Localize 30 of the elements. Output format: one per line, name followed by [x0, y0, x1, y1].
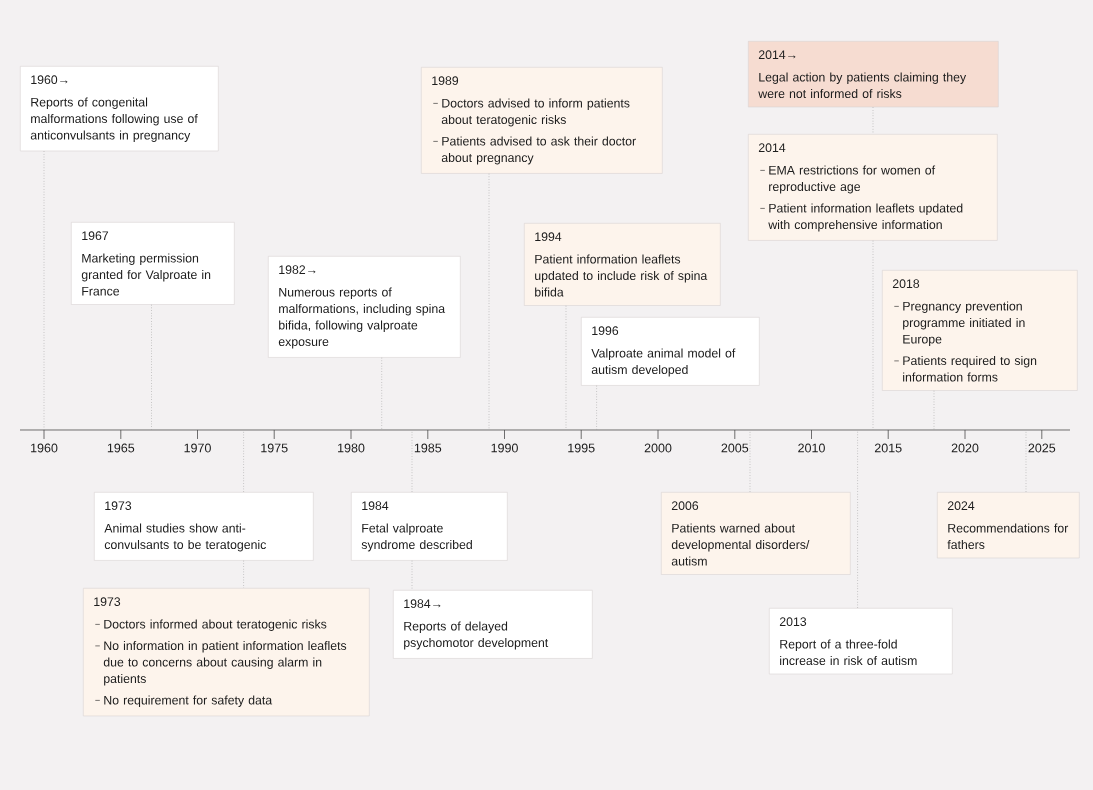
tick-label: 2000	[644, 443, 672, 453]
tick-label: 2025	[1028, 443, 1056, 453]
tick-label: 1965	[107, 443, 135, 453]
event-box: 1996 Valproate animal model of autism developed	[581, 317, 760, 386]
event-box: 1984→ Reports of delayed psychomotor development	[393, 590, 593, 659]
event-box: 1989 Doctors advised to inform patients about teratogenic risks Patients advised to ask their doctor about pregnancy	[421, 67, 663, 174]
event-box: 1973 Doctors informed about teratogenic risks No information in patient information leaflets due to concerns about causing alarm in patients No requirement for safety data	[83, 588, 370, 717]
tick-label: 1990	[491, 443, 518, 453]
event-box: 1994 Patient information leaflets updated to include risk of spina bifida	[524, 223, 721, 306]
event-box: 1982→ Numerous reports of malformations, including spina bifida, following valproate exposure	[268, 256, 461, 358]
tick-label: 2010	[798, 443, 825, 453]
tick-label: 2020	[951, 443, 979, 453]
tick-label: 1970	[184, 443, 211, 453]
event-box: 2013 Report of a three-fold increase in risk of autism	[769, 608, 953, 675]
tick-label: 1960	[31, 443, 58, 453]
tick-label: 1995	[568, 443, 595, 453]
tick-label: 1985	[414, 443, 442, 453]
tick-label: 1980	[338, 443, 365, 453]
tick-label: 2005	[721, 443, 749, 453]
event-box: 1984 Fetal valproate syndrome described	[351, 492, 508, 561]
event-box: 1967 Marketing permission granted for Valproate in France	[71, 222, 235, 305]
event-box: 2018 Pregnancy prevention programme initiated in Europe Patients required to sign information forms	[882, 270, 1078, 391]
tick-label: 2015	[874, 443, 902, 453]
event-box: 2014 EMA restrictions for women of reproductive age Patient information leaflets updated with comprehensive information	[748, 134, 998, 241]
event-box: 1960→ Reports of congenital malformations following use of anticonvulsants in pregnancy	[20, 66, 219, 152]
event-box: 2006 Patients warned about developmental disorders/ autism	[661, 492, 851, 575]
tick-label: 1975	[261, 443, 288, 453]
event-box: 2024 Recommendations for fathers	[937, 492, 1080, 559]
event-box: 2014→ Legal action by patients claiming they were not informed of risks	[748, 41, 999, 108]
event-box: 1973 Animal studies show anti-convulsants to be teratogenic	[94, 492, 314, 561]
